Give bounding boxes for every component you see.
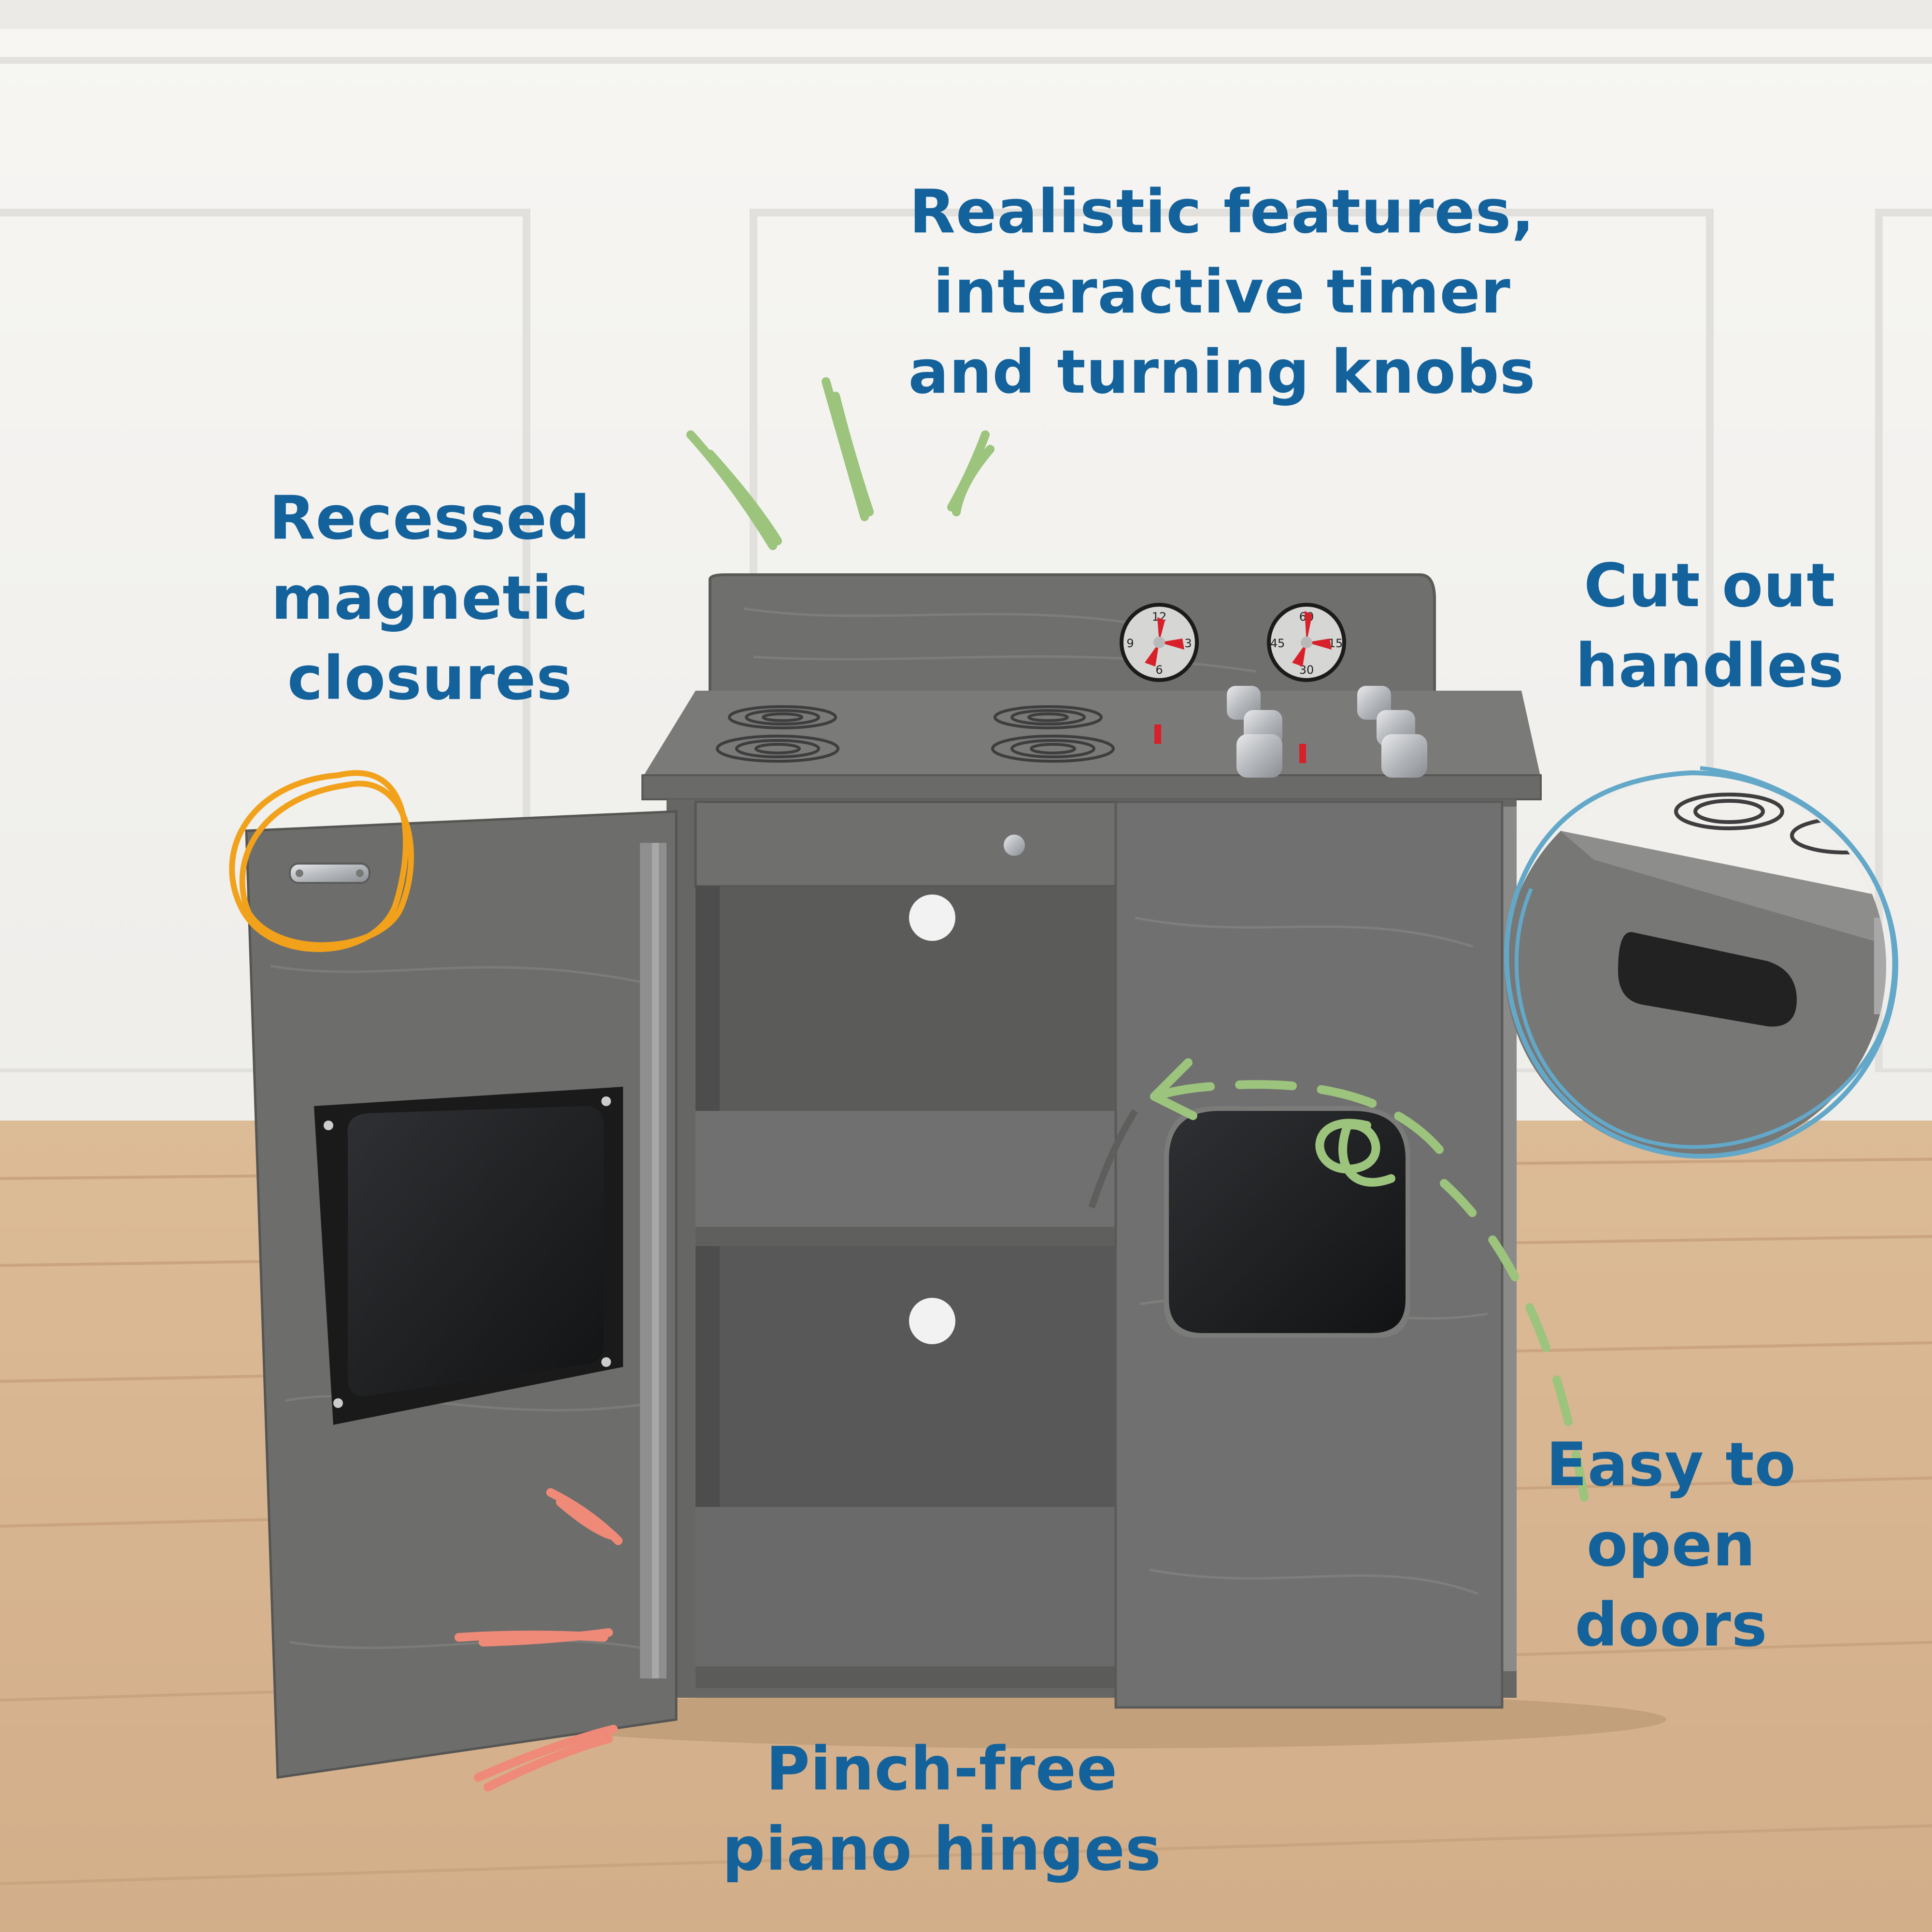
stove-burners [716, 705, 1115, 763]
callout-cut-out-handles: Cut out handles [1526, 546, 1893, 706]
right-door[interactable] [1088, 800, 1504, 1709]
callout-line: closures [287, 644, 573, 713]
callout-line: Cut out [1584, 551, 1836, 621]
play-kitchen: 12 3 6 9 60 15 30 45 [245, 573, 1666, 1779]
green-sparkle-icon [686, 377, 994, 550]
callout-line: and turning knobs [908, 338, 1536, 407]
blue-circle-icon [1504, 766, 1898, 1159]
callout-line: handles [1575, 631, 1845, 701]
callout-easy-open-doors: Easy to open doors [1507, 1425, 1835, 1665]
left-door-window [314, 1087, 623, 1425]
callout-magnetic-closures: Recessed magnetic closures [213, 478, 647, 719]
callout-line: open [1586, 1510, 1756, 1580]
timer-dial-right[interactable]: 60 15 30 45 [1267, 603, 1346, 682]
callout-realistic-features: Realistic features, interactive timer an… [831, 172, 1613, 412]
callout-line: doors [1575, 1591, 1768, 1660]
svg-text:6: 6 [1155, 663, 1163, 677]
stove-knobs[interactable] [1154, 686, 1427, 778]
svg-text:3: 3 [1184, 637, 1192, 650]
green-arrow-icon [1150, 1058, 1589, 1502]
callout-pinch-free-hinges: Pinch-free piano hinges [647, 1729, 1236, 1889]
callout-line: magnetic [271, 564, 589, 633]
magnet-plate [289, 863, 370, 884]
callout-line: interactive timer [933, 257, 1511, 327]
svg-text:9: 9 [1126, 637, 1134, 650]
callout-line: piano hinges [722, 1815, 1162, 1884]
callout-line: Pinch-free [766, 1734, 1118, 1804]
callout-line: Easy to [1546, 1430, 1796, 1500]
callout-line: Realistic features, [909, 177, 1535, 247]
callout-line: Recessed [269, 483, 591, 553]
coral-marks-icon [455, 1488, 623, 1791]
left-door[interactable] [245, 810, 678, 1779]
timer-dial-left[interactable]: 12 3 6 9 [1120, 603, 1199, 682]
svg-text:45: 45 [1270, 637, 1285, 650]
orange-circle-icon [229, 770, 414, 952]
